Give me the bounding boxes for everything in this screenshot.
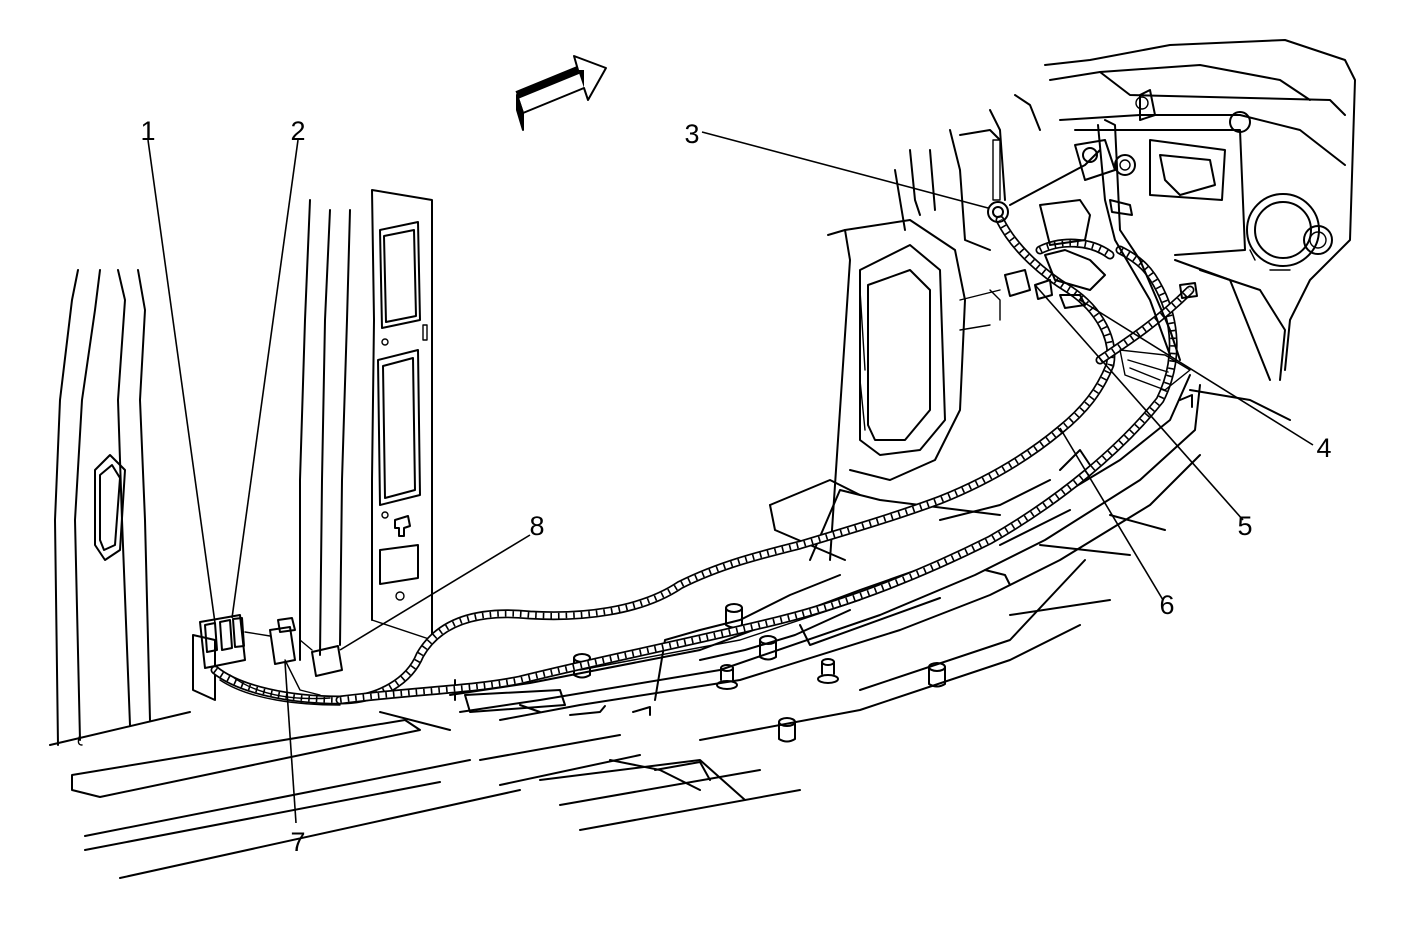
door-pillar-left <box>54 269 151 746</box>
bolt <box>817 658 839 684</box>
wiring-harness <box>210 215 1195 706</box>
rear-wheelwell <box>769 94 1041 561</box>
callout-leaders <box>147 131 1314 824</box>
leader-3 <box>701 131 989 209</box>
callout-2: 2 <box>290 116 305 146</box>
bolt <box>716 664 738 690</box>
leader-4 <box>1079 299 1314 446</box>
bolt <box>928 662 946 688</box>
leader-6 <box>1059 427 1164 601</box>
leader-5 <box>1034 284 1244 521</box>
bolt <box>725 603 743 629</box>
bolt <box>759 635 777 661</box>
connector-block-left <box>192 614 343 701</box>
leader-8 <box>339 534 531 651</box>
forward-direction-arrow-icon <box>515 55 607 131</box>
leader-1 <box>147 139 216 624</box>
callout-6: 6 <box>1159 590 1174 620</box>
leader-7 <box>284 661 297 824</box>
callout-labels: 1 2 3 4 5 6 7 8 <box>140 116 1331 857</box>
callout-1: 1 <box>140 116 155 146</box>
callout-4: 4 <box>1316 433 1331 463</box>
callout-5: 5 <box>1237 511 1252 541</box>
bolt <box>778 717 796 743</box>
upper-right-structure <box>1044 39 1356 421</box>
upper-components <box>987 119 1198 391</box>
center-pillar <box>299 189 433 661</box>
floor-panel <box>49 514 1166 879</box>
leader-2 <box>231 139 299 619</box>
callout-3: 3 <box>684 119 699 149</box>
callout-8: 8 <box>529 511 544 541</box>
floor-bolts <box>573 603 946 743</box>
callout-7: 7 <box>290 827 305 857</box>
floor-rail <box>449 374 1201 721</box>
